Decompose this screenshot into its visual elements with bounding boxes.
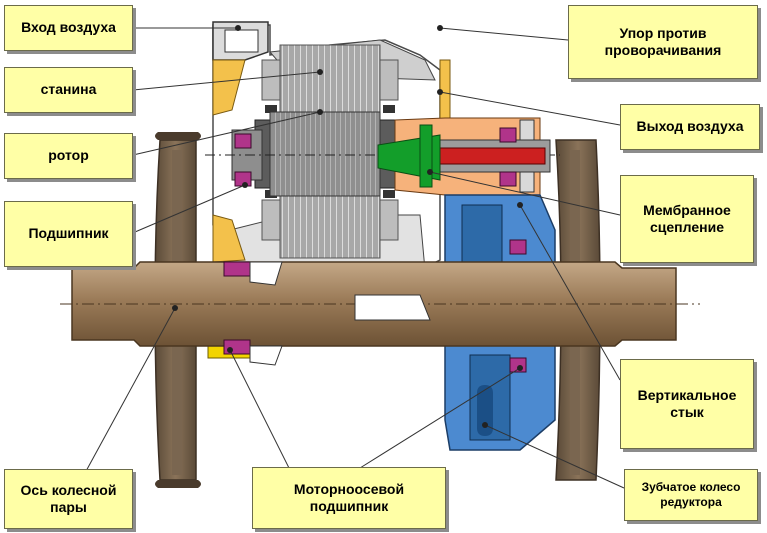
membrane-coupling-drawing (377, 117, 551, 196)
label-anti-rotation-stop: Упор против проворачивания (568, 5, 758, 79)
label-motor-axle-bearing: Моторноосевой подшипник (252, 467, 446, 529)
label-gear-wheel: Зубчатое колесо редуктора (624, 469, 758, 521)
label-vertical-joint: Вертикальное стык (620, 359, 754, 449)
label-frame: станина (4, 67, 133, 113)
label-air-outlet: Выход воздуха (620, 104, 760, 150)
label-wheelset-axle: Ось колесной пары (4, 469, 133, 529)
leader-dots (172, 25, 523, 428)
rotor-bearing-left (234, 133, 252, 187)
label-air-inlet: Вход воздуха (4, 5, 133, 51)
label-membrane-coupling: Мембранное сцепление (620, 175, 754, 263)
stator-core (261, 44, 399, 259)
leader-lines (84, 27, 625, 489)
wheelset-axle-drawing (60, 261, 700, 366)
label-bearing: Подшипник (4, 201, 133, 267)
rotor-body (205, 111, 560, 197)
label-rotor: ротор (4, 133, 133, 179)
